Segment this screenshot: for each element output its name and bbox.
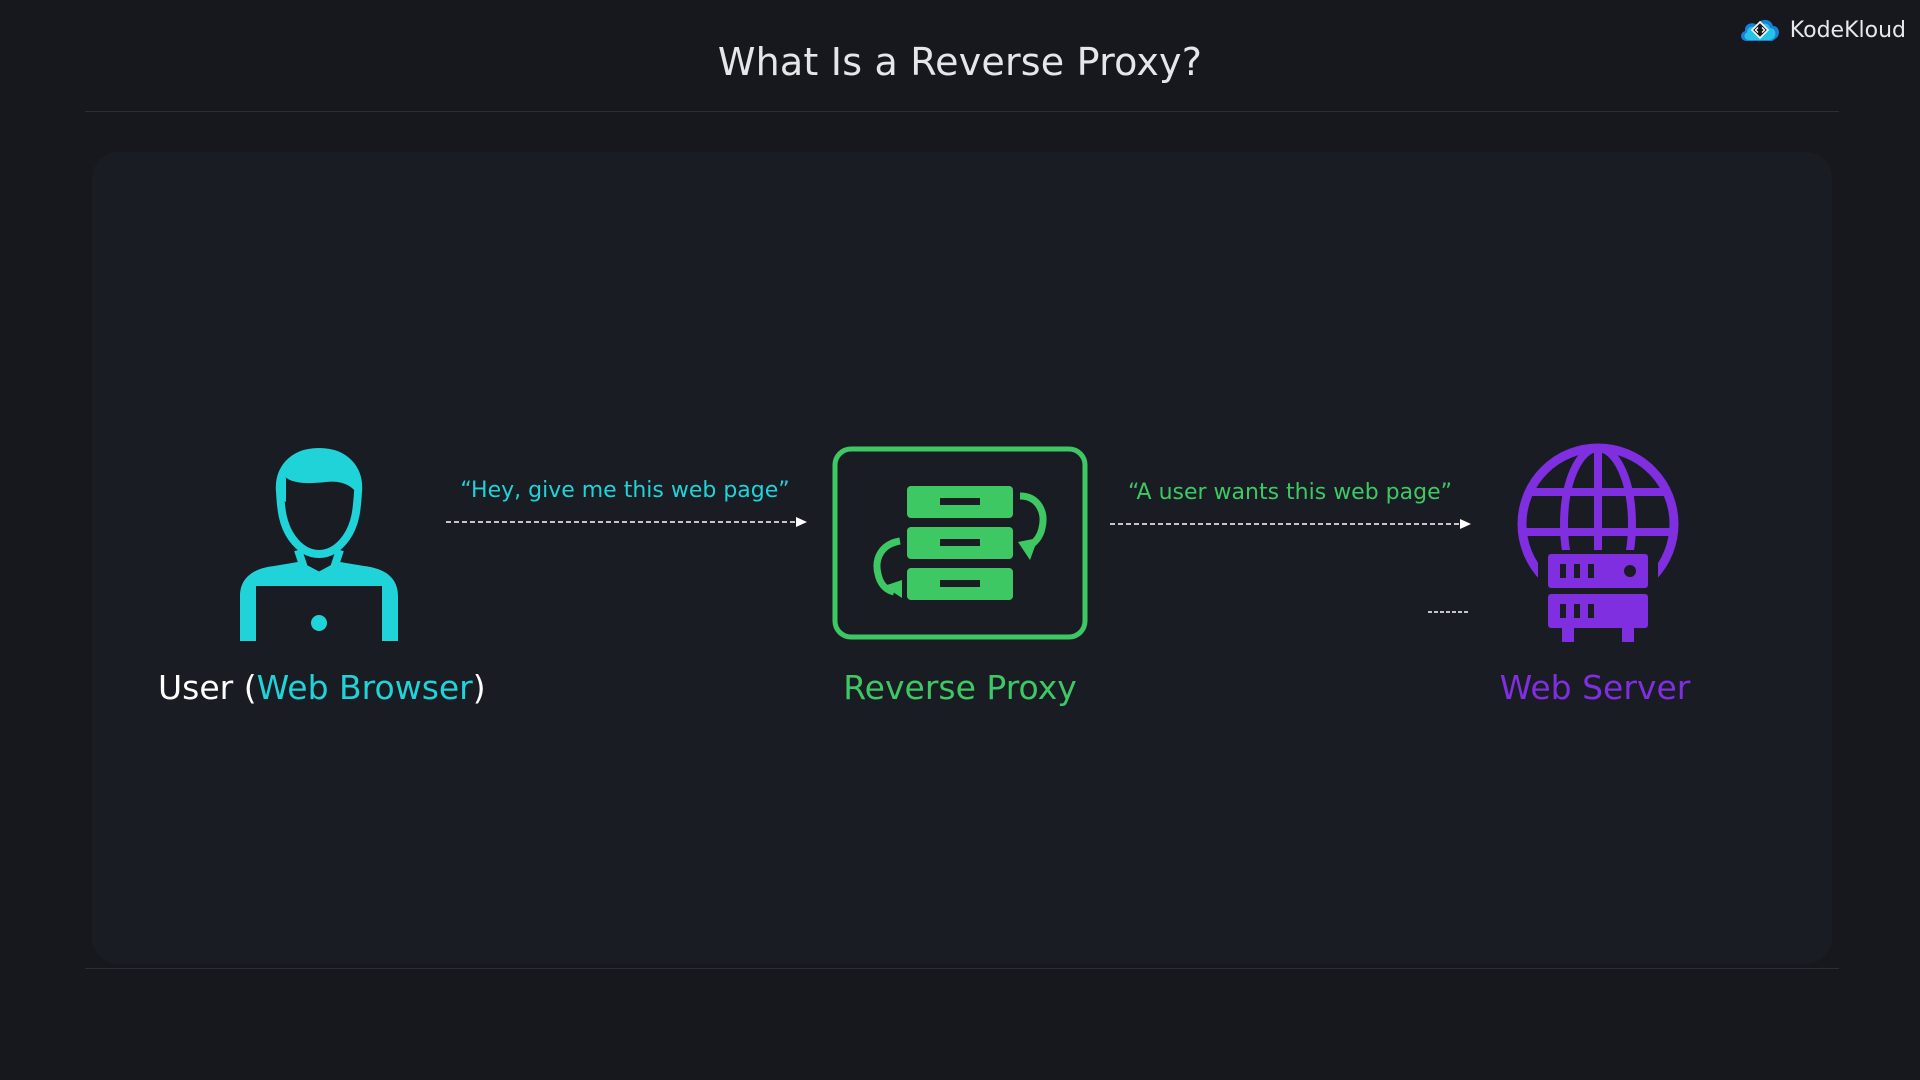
slide-title: What Is a Reverse Proxy?: [717, 40, 1203, 84]
return-arrow-stub: [1428, 610, 1470, 613]
user-laptop-icon: [234, 446, 404, 641]
request-arrow: [446, 515, 808, 529]
user-label: User (Web Browser): [158, 668, 486, 707]
brand-logo: KodeKloud: [1738, 14, 1906, 46]
kodekloud-cloud-icon: [1738, 14, 1782, 46]
bottom-divider: [85, 968, 1839, 969]
title-divider: [85, 111, 1839, 112]
request-label: “Hey, give me this web page”: [460, 478, 790, 503]
brand-name: KodeKloud: [1789, 17, 1906, 43]
globe-server-icon: [1508, 436, 1688, 648]
user-label-highlight: Web Browser: [256, 668, 473, 707]
user-label-suffix: ): [472, 668, 486, 707]
proxy-label: Reverse Proxy: [843, 668, 1077, 707]
user-label-prefix: User (: [158, 668, 257, 707]
forward-arrow: [1110, 517, 1472, 531]
forward-label: “A user wants this web page”: [1127, 480, 1453, 505]
server-label: Web Server: [1499, 668, 1691, 707]
server-sync-icon: [832, 446, 1088, 640]
